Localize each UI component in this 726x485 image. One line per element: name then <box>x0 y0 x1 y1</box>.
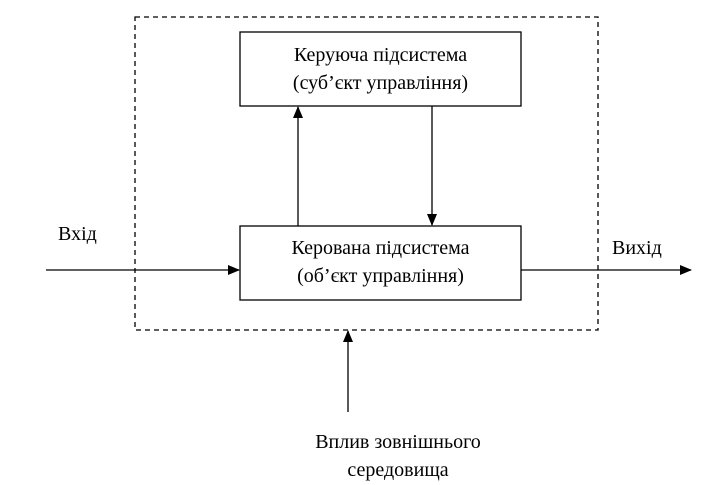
environment-label-line1: Вплив зовнішнього <box>315 431 481 453</box>
managed-subsystem-subtitle: (об’єкт управління) <box>297 265 464 287</box>
managed-subsystem-label: Керована підсистема (об’єкт управління) <box>240 234 521 290</box>
environment-label: Вплив зовнішнього середовища <box>298 428 498 484</box>
system-boundary <box>134 16 599 331</box>
output-label: Вихід <box>612 237 662 259</box>
controlling-subsystem-label: Керуюча підсистема (суб’єкт управління) <box>240 41 521 97</box>
controlling-subsystem-title: Керуюча підсистема <box>293 44 468 66</box>
managed-subsystem-box <box>239 225 522 301</box>
managed-subsystem-title: Керована підсистема <box>291 237 470 259</box>
environment-label-line2: середовища <box>347 459 449 481</box>
controlling-subsystem-box <box>239 31 522 107</box>
controlling-subsystem-subtitle: (суб’єкт управління) <box>292 72 469 94</box>
input-label: Вхід <box>58 223 97 245</box>
